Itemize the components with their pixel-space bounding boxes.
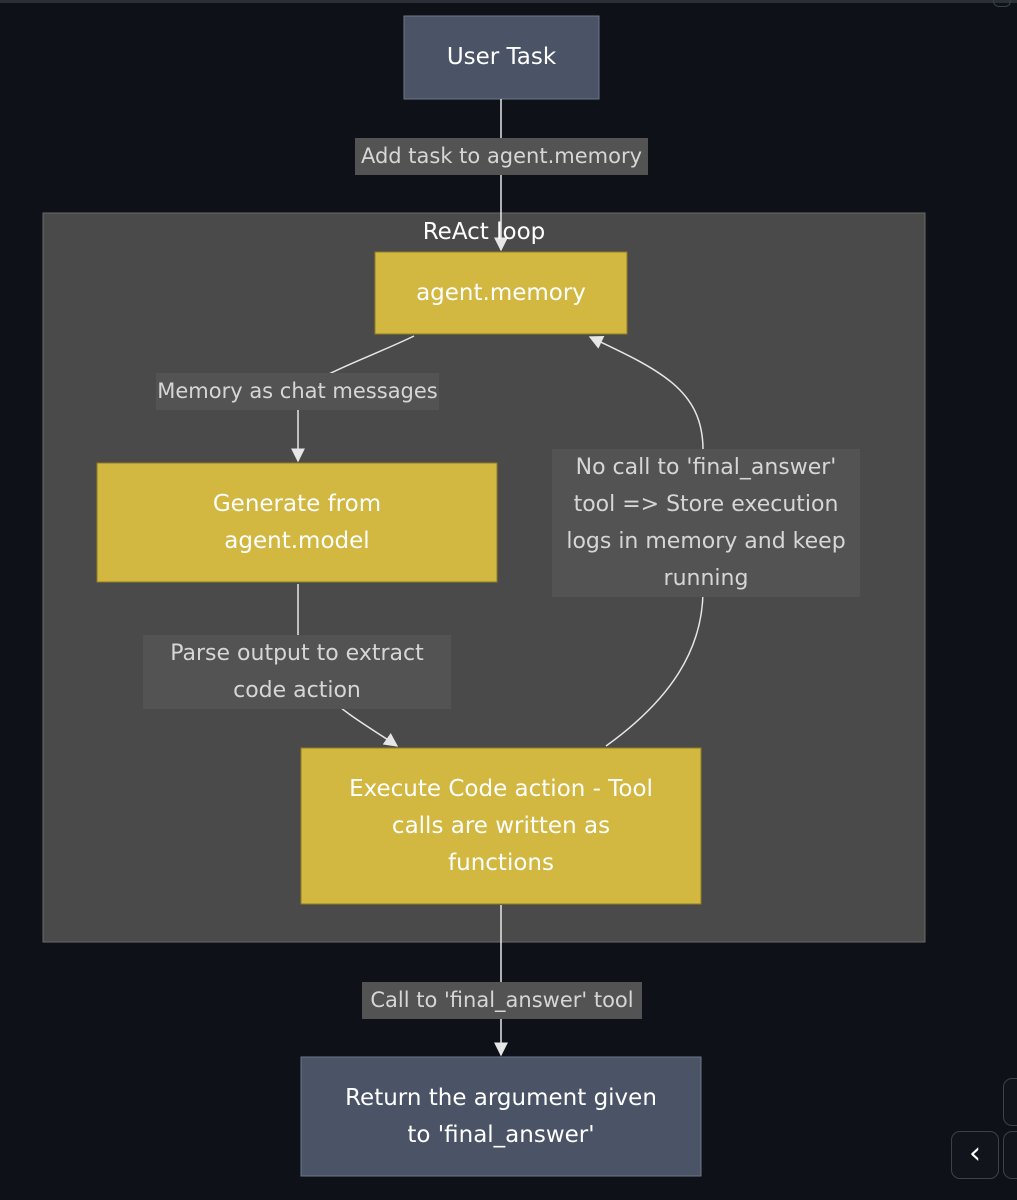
edge-label-call-final-answer: Call to 'final_answer' tool	[362, 982, 642, 1019]
chevron-left-icon: ‹	[969, 1135, 981, 1171]
edge-label-add-task: Add task to agent.memory	[355, 138, 648, 175]
agent-memory-node-box	[374, 251, 628, 335]
side-control-top[interactable]	[1003, 1078, 1017, 1126]
previous-button[interactable]: ‹	[951, 1131, 999, 1179]
execute-node-box	[300, 747, 702, 905]
return-node-box	[300, 1056, 702, 1177]
return-argument-node: Return the argument given to 'final_answ…	[345, 1084, 657, 1148]
generate-node-box	[96, 462, 498, 583]
execute-code-action-node: Execute Code action - Tool calls are wri…	[349, 775, 653, 876]
edge-label-no-final-answer-call: No call to 'final_answer' tool => Store …	[552, 449, 860, 597]
side-control-bottom[interactable]	[1003, 1131, 1017, 1179]
subgraph-title: ReAct loop	[422, 219, 546, 245]
edge-label-memory-as-chat: Memory as chat messages	[156, 373, 439, 410]
generate-from-model-node: Generate from agent.model	[212, 490, 382, 554]
user-task-node: User Task	[446, 44, 557, 70]
agent-memory-node: agent.memory	[416, 279, 586, 306]
edge-label-parse-output: Parse output to extract code action	[143, 635, 451, 709]
user-task-node-box	[403, 15, 600, 100]
